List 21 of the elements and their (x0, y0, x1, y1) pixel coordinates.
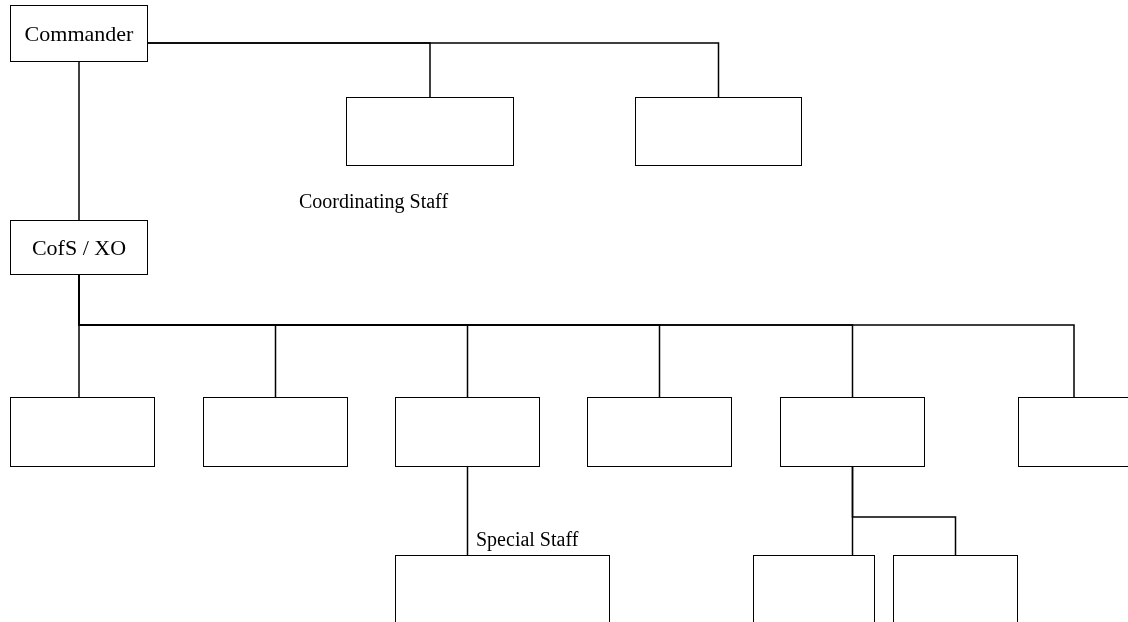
empty-box (10, 397, 155, 467)
box-label: CofS / XO (31, 234, 127, 261)
empty-box (395, 397, 540, 467)
position-box (10, 220, 148, 275)
empty-box (203, 397, 348, 467)
connector-line (147, 42, 720, 98)
empty-box (635, 97, 802, 166)
connector-line (466, 466, 469, 556)
position-box (10, 5, 148, 62)
empty-box (780, 397, 925, 467)
group-label: Coordinating Staff (299, 190, 449, 213)
empty-box (1018, 397, 1128, 467)
connector-line (78, 61, 80, 221)
empty-box (346, 97, 514, 166)
empty-box (395, 555, 610, 622)
empty-box (753, 555, 875, 622)
connector-line (851, 466, 957, 556)
group-label: Special Staff (476, 528, 579, 551)
empty-box (587, 397, 732, 467)
box-label: Commander (24, 20, 134, 47)
empty-box (893, 555, 1018, 622)
